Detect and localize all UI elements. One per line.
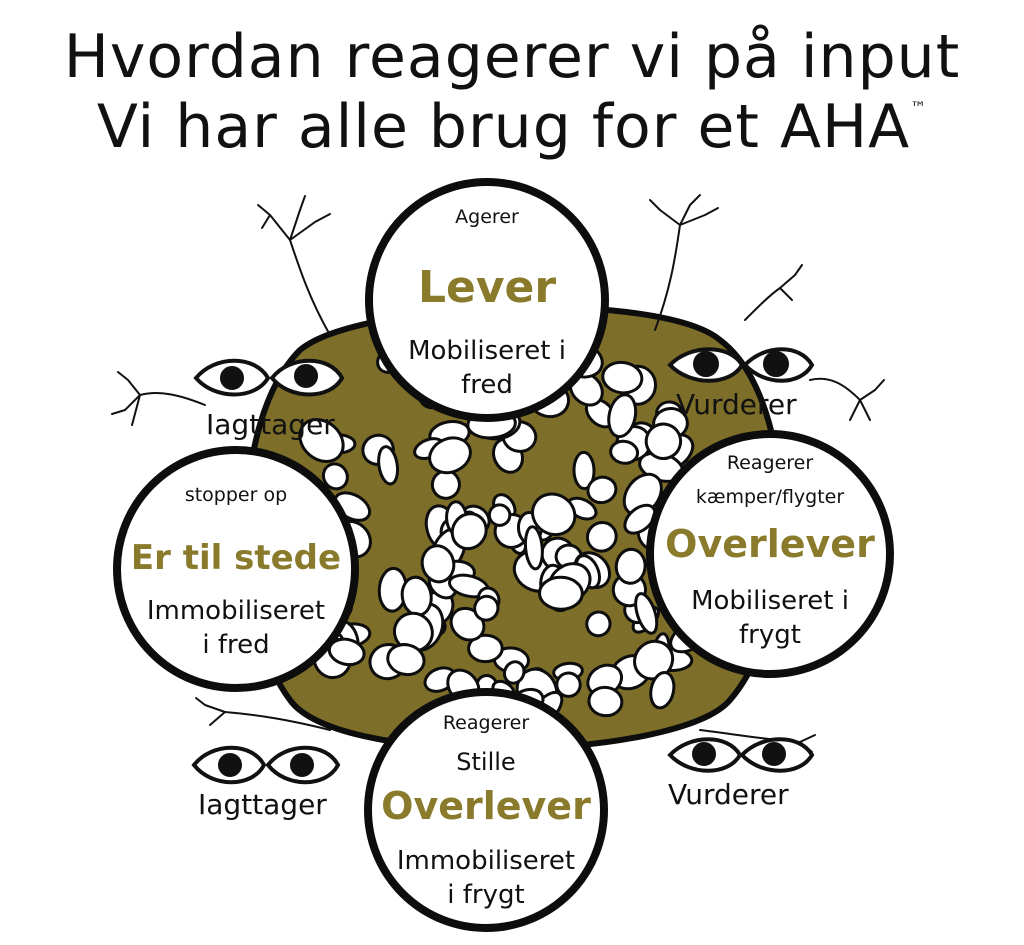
circle-er-til-stede-description-line-1: Immobiliseret [146,596,326,626]
web-cell [623,503,657,535]
web-cell [585,520,618,553]
web-cell [467,633,504,664]
circle-lever-title: Lever [417,262,557,313]
circle-overlever-right-description: Mobiliseret i frygt [654,584,886,652]
circle-overlever-bottom-description-line-2: i frygt [447,880,525,910]
circle-overlever-right-small-label-1: Reagerer [726,452,814,474]
web-cell [587,685,624,718]
web-cell [644,422,683,460]
title-line-2-text: Vi har alle brug for et AHA [96,92,911,162]
web-cell [614,547,647,585]
web-cell [298,418,345,463]
web-cell [609,439,640,465]
circle-overlever-right-description-line-2: frygt [739,620,801,650]
eyes-top-right-icon [667,347,815,383]
circle-overlever-bottom: Reagerer Stille Overlever Immobiliseret … [364,688,608,932]
circle-lever-small-label: Agerer [455,206,519,228]
circle-overlever-bottom-small-label-2: Stille [456,748,516,776]
label-iagttager-top: Iagttager [206,408,335,441]
circle-er-til-stede-small-label: stopper op [184,484,288,506]
circle-overlever-bottom-description-line-1: Immobiliseret [396,846,576,876]
neuron-top-right [649,194,885,421]
web-cell [607,393,638,439]
title-line-2: Vi har alle brug for et AHA™ [0,92,1024,162]
eyes-bottom-right-icon [667,737,815,773]
eyes-top-left-icon [193,358,345,397]
label-vurderer-bottom: Vurderer [668,778,789,811]
web-cell [450,512,488,551]
web-cell [531,492,577,537]
label-vurderer-top: Vurderer [676,388,797,421]
web-cell [321,462,349,491]
circle-overlever-right-small-label-2: kæmper/flygter [695,486,845,508]
web-cell [420,544,456,584]
title-line-1: Hvordan reagerer vi på input [63,22,961,92]
circle-er-til-stede: stopper op Er til stede Immobiliseret i … [113,446,359,692]
circle-er-til-stede-title: Er til stede [130,538,342,578]
web-cell [487,503,512,527]
circle-overlever-right-title: Overlever [665,522,875,566]
neuron-bottom-left [195,697,331,731]
circle-lever: Agerer Lever Mobiliseret i fred [365,178,609,422]
trademark-mark: ™ [910,98,928,117]
web-cell [634,592,659,635]
web-cell [586,475,618,505]
circle-er-til-stede-description: Immobiliseret i fred [121,594,351,662]
web-cell [377,445,400,486]
web-cell [649,671,676,710]
neuron-top-left [111,195,331,426]
web-cell [523,525,544,571]
circle-overlever-bottom-small-label-1: Reagerer [442,712,530,734]
web-cell [538,575,584,611]
web-cell [386,643,426,677]
label-iagttager-bottom: Iagttager [198,788,327,821]
neuron-branches [111,194,885,753]
web-cell [555,671,582,698]
circle-er-til-stede-description-line-2: i fred [202,630,270,660]
circle-lever-description: Mobiliseret i fred [373,334,601,402]
web-cell [473,594,500,622]
circle-overlever-bottom-description: Immobiliseret i frygt [372,844,600,912]
circle-lever-description-line-2: fred [461,370,513,400]
web-cell [601,360,644,395]
eyes-bottom-left-icon [191,745,341,785]
circle-overlever-right: Reagerer kæmper/flygter Overlever Mobili… [646,430,894,678]
web-cell [428,436,472,475]
circle-overlever-bottom-title: Overlever [381,784,591,828]
web-cell [572,450,596,491]
web-cell [502,660,526,685]
web-cell [585,610,612,638]
circle-lever-description-line-1: Mobiliseret i [408,336,566,366]
circle-overlever-right-description-line-1: Mobiliseret i [691,586,849,616]
